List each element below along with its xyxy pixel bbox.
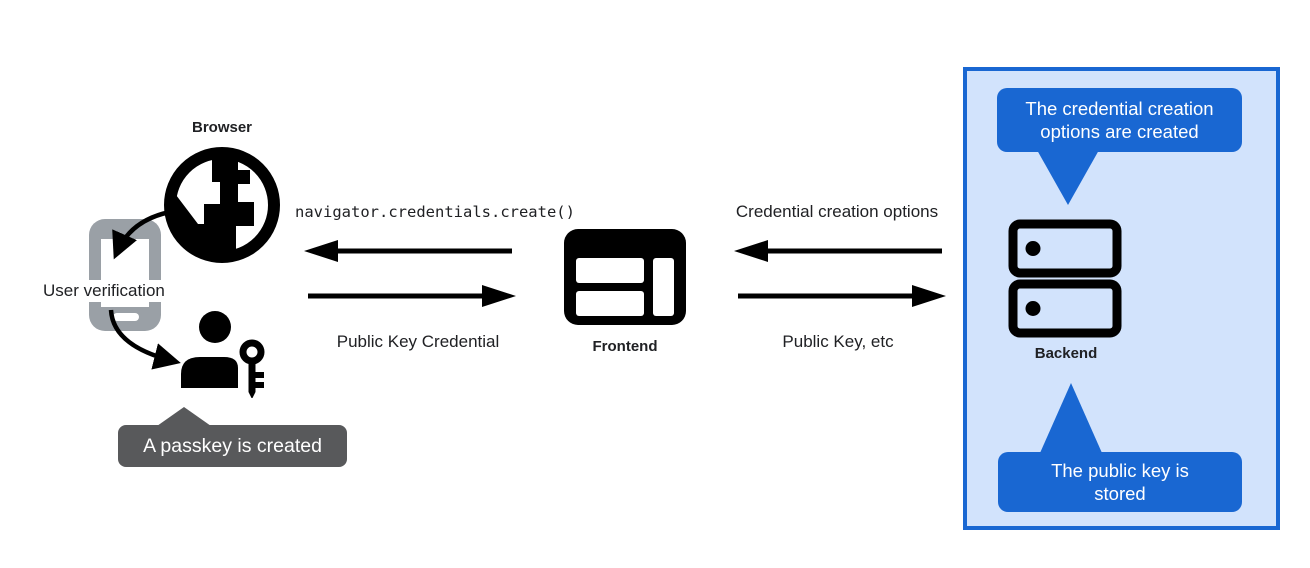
- backend-label: Backend: [1034, 345, 1098, 362]
- top-callout-line2: options are created: [1040, 121, 1199, 142]
- backend-panel: The credential creation options are crea…: [963, 67, 1280, 530]
- arrow-frontend-to-backend: [738, 285, 946, 307]
- arrow-frontend-to-browser: [304, 240, 512, 262]
- passkey-callout-text: A passkey is created: [143, 434, 322, 457]
- globe-icon: [164, 147, 280, 263]
- arrow-browser-to-frontend: [308, 285, 516, 307]
- callout-tail-up: [157, 407, 211, 426]
- callout-tail-down: [1037, 150, 1099, 205]
- credential-creation-options-label: Credential creation options: [735, 202, 939, 221]
- public-key-etc-label: Public Key, etc: [782, 332, 894, 351]
- public-key-credential-label: Public Key Credential: [336, 332, 500, 351]
- passkey-created-callout: A passkey is created: [118, 407, 347, 467]
- server-stack-icon: [1008, 219, 1122, 338]
- credential-options-created-callout: The credential creation options are crea…: [997, 88, 1242, 205]
- curved-arrow-browser-to-authenticator: [112, 209, 171, 260]
- person-with-key-icon: [181, 311, 265, 398]
- curved-arrow-authenticator-to-user: [108, 309, 181, 370]
- frontend-label: Frontend: [592, 338, 658, 355]
- callout-tail-up-blue: [1040, 383, 1102, 453]
- browser-label: Browser: [191, 119, 253, 136]
- bottom-callout-line1: The public key is: [1051, 460, 1189, 481]
- user-verification-label: User verification: [40, 280, 168, 302]
- navigator-credentials-create-label: navigator.credentials.create(): [295, 203, 575, 221]
- top-callout-line1: The credential creation: [1025, 98, 1214, 119]
- arrow-backend-to-frontend: [734, 240, 942, 262]
- browser-window-icon: [564, 229, 686, 325]
- bottom-callout-line2: stored: [1094, 483, 1146, 504]
- public-key-stored-callout: The public key is stored: [998, 383, 1242, 512]
